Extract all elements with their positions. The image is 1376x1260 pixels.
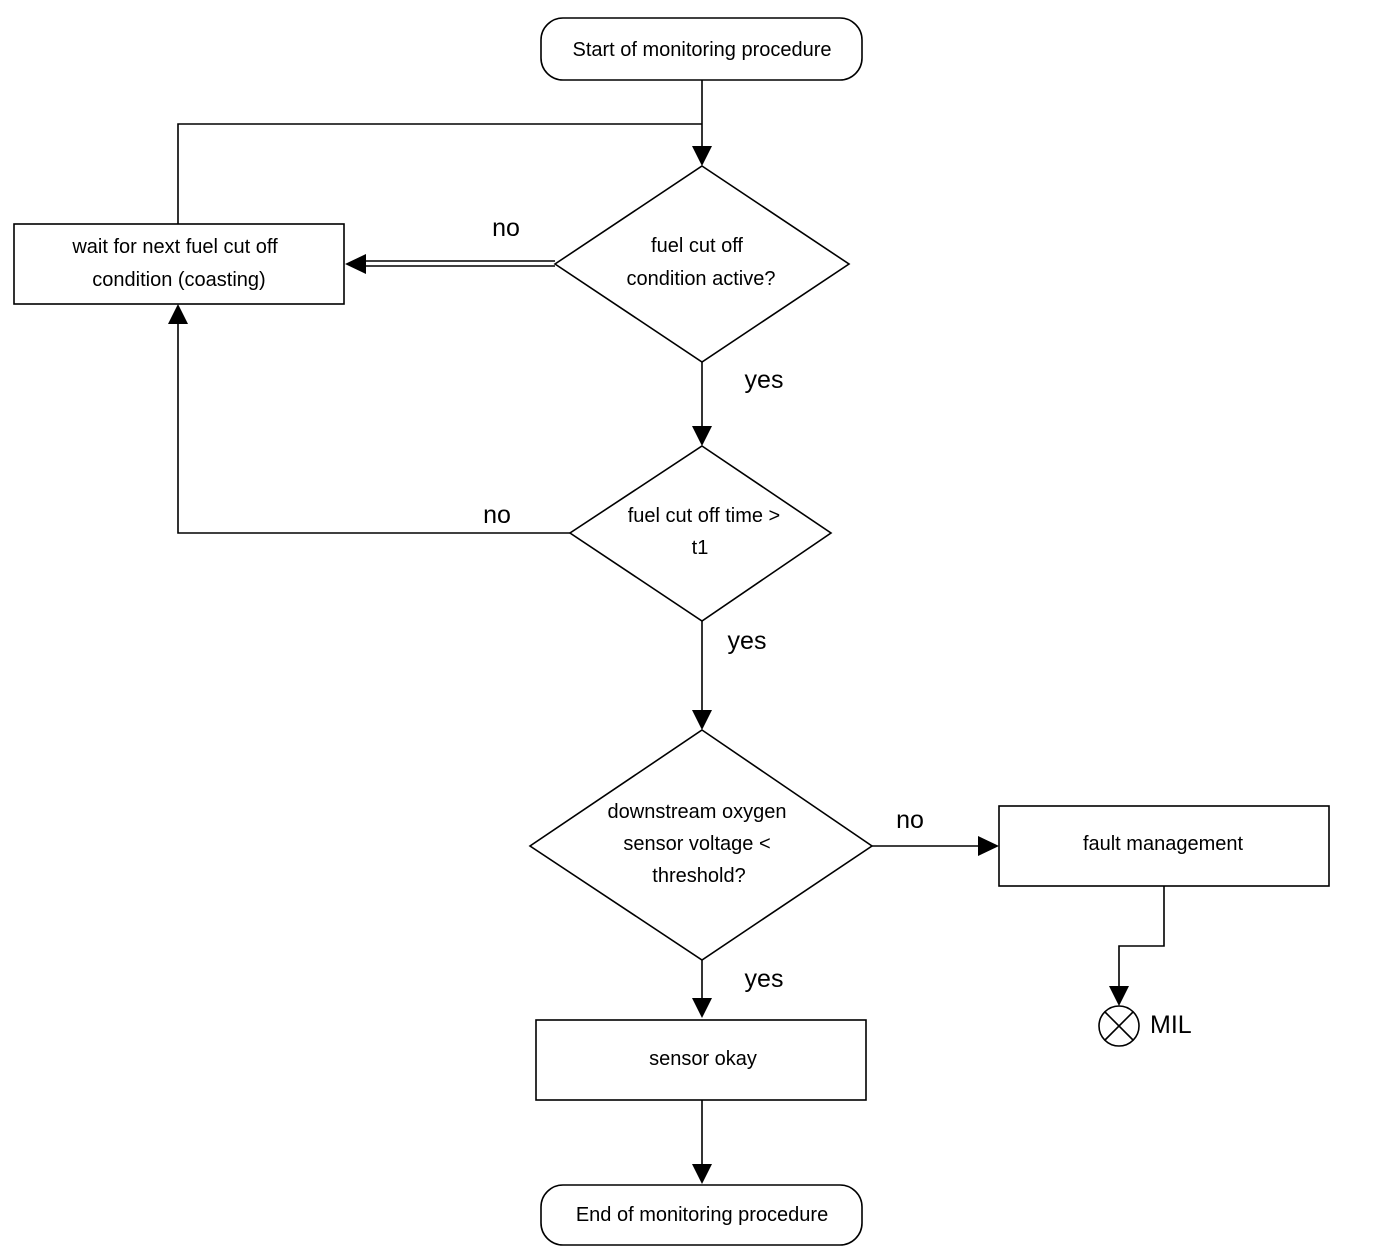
wait-coasting-box: wait for next fuel cut off condition (co… (13, 223, 345, 305)
arrowhead (692, 1164, 712, 1184)
edge-labels: no yes no yes no yes (483, 214, 924, 993)
wait-coasting-line1: wait for next fuel cut off (71, 236, 278, 258)
edge-label-o2-voltage-no: no (896, 806, 924, 834)
edge-cut-time-no (177, 322, 570, 534)
end-terminator-shape (540, 1184, 863, 1246)
end-terminator-label: End of monitoring procedure (576, 1204, 828, 1226)
decision-o2-voltage-line1: downstream oxygen (608, 801, 787, 823)
decision-o2-voltage-shape (528, 729, 874, 961)
decision-cut-time-line2: t1 (692, 537, 709, 559)
sensor-okay-label: sensor okay (649, 1048, 757, 1070)
decision-fuel-cut-active-line2: condition active? (627, 268, 776, 290)
wait-coasting-line2: condition (coasting) (92, 269, 265, 291)
decision-o2-voltage: downstream oxygen sensor voltage < thres… (528, 729, 874, 961)
fault-management-label: fault management (1083, 833, 1244, 855)
start-terminator: Start of monitoring procedure (540, 17, 863, 81)
arrowhead (345, 254, 366, 274)
edge-label-cut-time-no: no (483, 501, 511, 529)
start-terminator-shape (540, 17, 863, 81)
arrowhead (692, 426, 712, 446)
edge-label-fuel-cut-check-no: no (492, 214, 520, 242)
edge-fault-to-mil (1118, 886, 1165, 988)
decision-o2-voltage-line2: sensor voltage < (623, 833, 770, 855)
end-terminator: End of monitoring procedure (540, 1184, 863, 1246)
edge-label-cut-time-yes: yes (728, 627, 767, 655)
arrowhead (168, 304, 188, 324)
connectors (168, 80, 1165, 1184)
edge-wait-loop-to-fuel-cut-check (177, 123, 702, 224)
decision-cut-time-line1: fuel cut off time > (628, 505, 781, 527)
mil-indicator: MIL (1098, 1005, 1192, 1047)
sensor-okay-box: sensor okay (535, 1019, 867, 1101)
fault-management-shape (998, 805, 1330, 887)
start-terminator-label: Start of monitoring procedure (572, 39, 831, 61)
sensor-okay-shape (535, 1019, 867, 1101)
lamp-cross-icon (1098, 1005, 1140, 1047)
fault-management-box: fault management (998, 805, 1330, 887)
arrowhead (1109, 986, 1129, 1006)
mil-label: MIL (1150, 1011, 1192, 1039)
wait-coasting-shape (13, 223, 345, 305)
decision-o2-voltage-line3: threshold? (652, 865, 745, 887)
decision-fuel-cut-active-line1: fuel cut off (651, 235, 743, 257)
arrowhead (692, 998, 712, 1018)
decision-cut-time-shape (568, 445, 833, 622)
arrowhead (692, 710, 712, 730)
edge-label-o2-voltage-yes: yes (745, 965, 784, 993)
decision-fuel-cut-active-shape (553, 165, 851, 363)
decision-cut-time: fuel cut off time > t1 (568, 445, 833, 622)
decision-fuel-cut-active: fuel cut off condition active? (553, 165, 851, 363)
arrowhead (978, 836, 999, 856)
edge-label-fuel-cut-check-yes: yes (745, 366, 784, 394)
arrowhead (692, 146, 712, 166)
